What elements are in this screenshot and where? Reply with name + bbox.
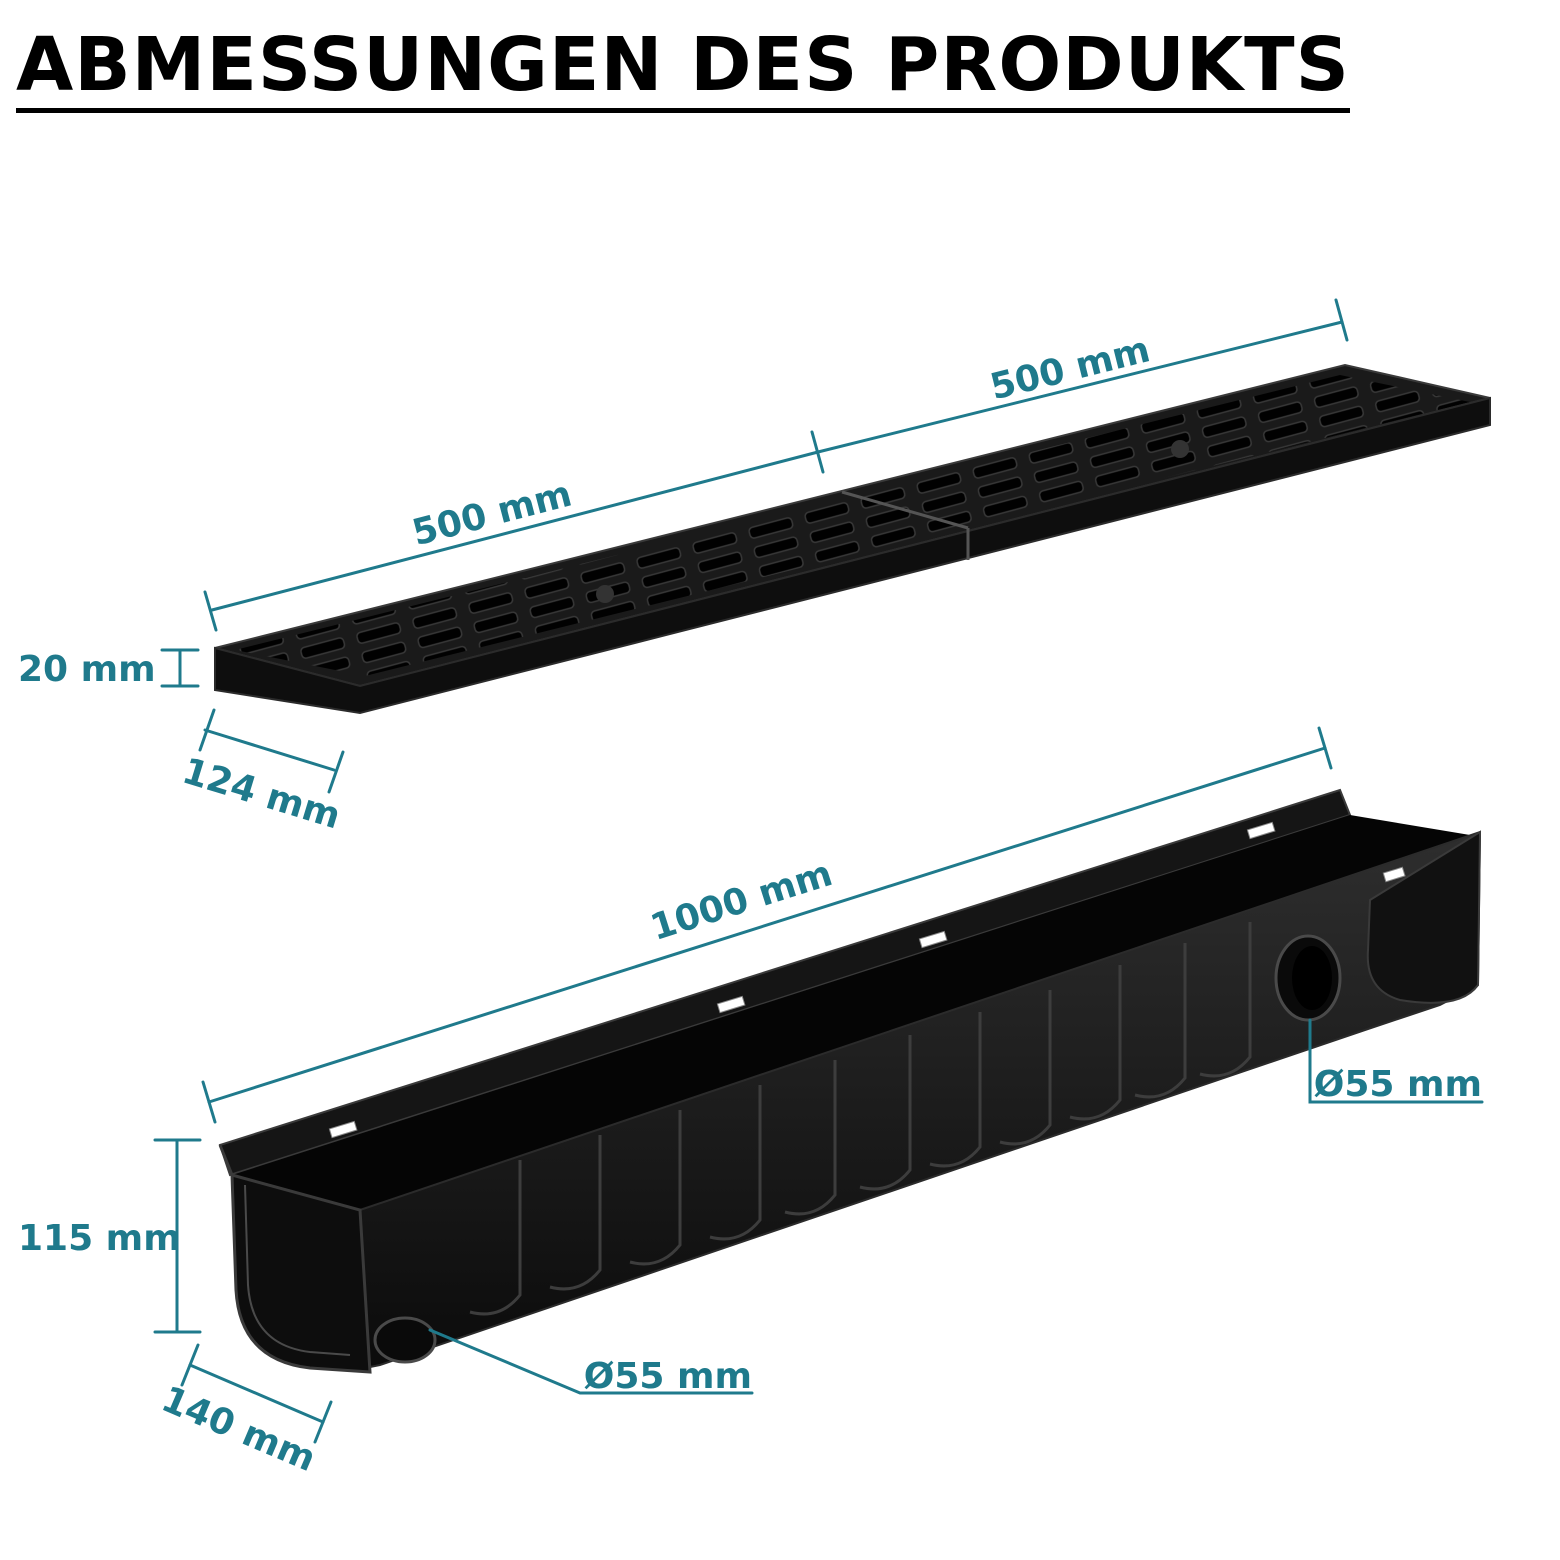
- grate-slots: [235, 375, 1470, 676]
- dim-line-channel-1000: [207, 746, 1327, 1104]
- dimension-lines: [153, 298, 1484, 1444]
- page-title: ABMESSUNGEN DES PRODUKTS: [16, 28, 1350, 113]
- dim-line-grate-124: [203, 728, 336, 772]
- label-outlet-left: Ø55 mm: [584, 1356, 752, 1397]
- label-outlet-right: Ø55 mm: [1314, 1064, 1482, 1105]
- leader-outlet-right: [1308, 1018, 1484, 1104]
- grate-center-hole: [596, 585, 614, 603]
- grate-joint: [841, 490, 969, 530]
- dim-line-grate-500-left: [210, 450, 820, 612]
- label-channel-140: 140 mm: [156, 1379, 322, 1480]
- outlet-left: [373, 1316, 437, 1364]
- channel-inner: [232, 815, 1470, 1210]
- dim-line-channel-140: [188, 1363, 325, 1424]
- grate-center-hole: [1171, 440, 1189, 458]
- label-channel-115: 115 mm: [18, 1218, 181, 1259]
- drain-grate: [214, 363, 1491, 715]
- channel-end-profile: [218, 1144, 372, 1374]
- label-grate-500-left: 500 mm: [408, 474, 576, 555]
- label-grate-500-right: 500 mm: [986, 329, 1154, 408]
- leader-outlet-left: [428, 1328, 754, 1395]
- grate-front-face: [214, 396, 1491, 715]
- label-grate-124: 124 mm: [178, 751, 346, 838]
- drain-channel: [218, 788, 1482, 1374]
- channel-clip-slots: [328, 821, 1406, 1139]
- label-grate-20: 20 mm: [18, 649, 156, 690]
- dim-line-grate-500-right: [816, 320, 1344, 454]
- channel-ribs: [469, 922, 1252, 1316]
- channel-end-profile-right: [1366, 830, 1482, 1004]
